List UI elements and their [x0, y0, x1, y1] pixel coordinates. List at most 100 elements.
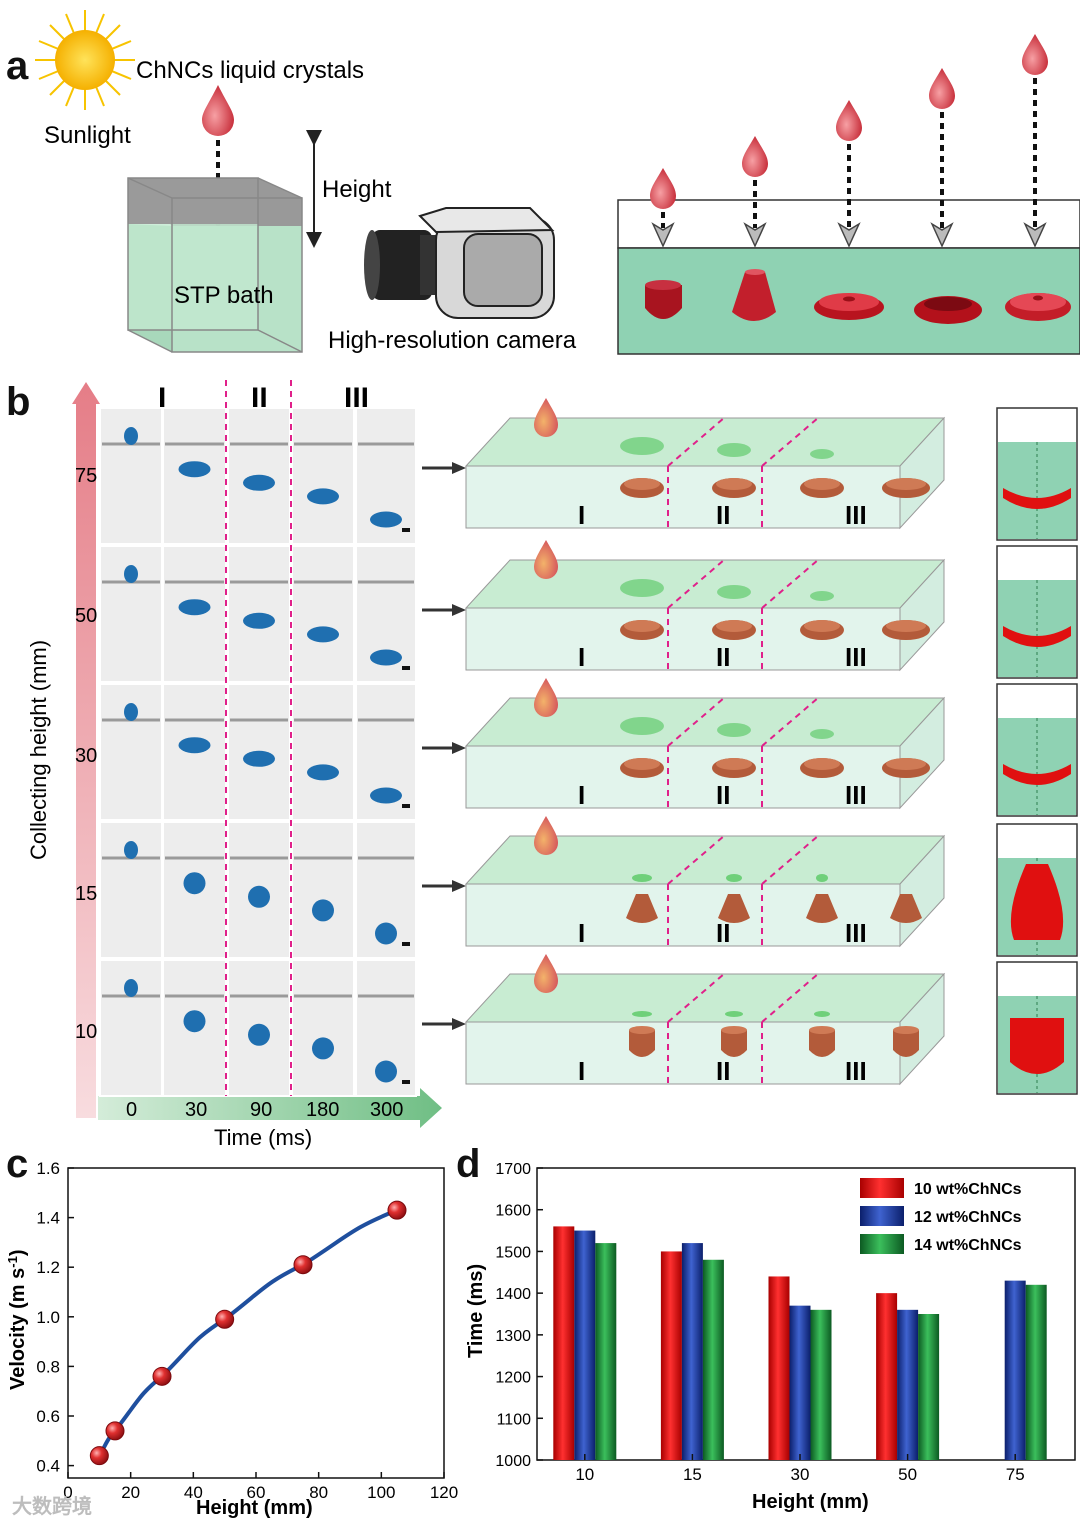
- c-ytick-label: 1.6: [36, 1159, 60, 1178]
- panel-a-letter: a: [6, 44, 29, 88]
- scale-bar: [402, 1080, 410, 1084]
- c-ytick-label: 1.0: [36, 1308, 60, 1327]
- stage-divider: [761, 835, 819, 885]
- camera-icon: [364, 207, 555, 319]
- c-xtick-label: 40: [184, 1483, 203, 1502]
- drop-in-photo: [124, 841, 138, 859]
- section-disk: [1003, 488, 1071, 509]
- disk-top: [624, 478, 660, 490]
- material-label: ChNCs liquid crystals: [136, 57, 364, 84]
- c-xtick-label: 0: [63, 1483, 72, 1502]
- watermark-text: 大数跨境: [12, 1496, 92, 1518]
- bar-14-wt-chncs: [810, 1309, 832, 1460]
- drop-in-photo: [178, 599, 211, 616]
- c-ytick-label: 1.2: [36, 1258, 60, 1277]
- stage-divider: [667, 697, 725, 747]
- drop-in-photo: [124, 979, 138, 997]
- section-cup: [1010, 1018, 1064, 1074]
- schematic-stage-label: I: [578, 918, 585, 948]
- drop-in-photo: [243, 612, 275, 629]
- schematic-stage-label: I: [578, 780, 585, 810]
- green-cone: [725, 1011, 743, 1017]
- disk-top: [624, 758, 660, 770]
- time-axis-label: Time (ms): [214, 1125, 312, 1150]
- disk-top: [716, 478, 752, 490]
- stage-divider: [761, 697, 819, 747]
- drop-in-photo: [307, 764, 339, 781]
- photo-cell: [291, 959, 355, 1097]
- c-xtick-label: 100: [367, 1483, 395, 1502]
- time-tick-1: 30: [185, 1099, 207, 1121]
- bar-12-wt-chncs: [1004, 1280, 1026, 1460]
- cup-top: [629, 1026, 655, 1034]
- schematic-stage-label: III: [845, 642, 867, 672]
- green-cone: [810, 591, 834, 601]
- photo-grid: [99, 407, 417, 1097]
- schematic-stage-label: III: [845, 780, 867, 810]
- drop-in-photo: [124, 565, 138, 583]
- drop-in-photo: [248, 885, 270, 908]
- data-point: [293, 1255, 313, 1275]
- slab-front: [465, 745, 901, 809]
- drop-in-photo: [124, 703, 138, 721]
- stage-divider: [761, 973, 819, 1023]
- time-tick-4: 300: [370, 1099, 403, 1121]
- stage-label-ii: II: [251, 382, 268, 415]
- slab-side: [899, 558, 945, 672]
- c-y-axis-label: Velocity (m s-1): [5, 1249, 29, 1390]
- cup-shape: [893, 1030, 919, 1057]
- disk-top: [804, 620, 840, 632]
- disk-top: [716, 758, 752, 770]
- c-ytick-label: 0.8: [36, 1357, 60, 1376]
- panel-c-letter: c: [6, 1142, 29, 1186]
- green-cone: [620, 437, 664, 455]
- drop-icon: [534, 816, 558, 855]
- scale-bar: [402, 942, 410, 946]
- photo-cell: [227, 407, 291, 545]
- row-arrow-head: [452, 604, 466, 616]
- camera-label: High-resolution camera: [328, 327, 577, 354]
- d-ytick-label: 1400: [495, 1286, 531, 1303]
- disk-top: [886, 620, 926, 632]
- scale-bar: [402, 804, 410, 808]
- row-arrow-head: [452, 1018, 466, 1030]
- d-ytick-label: 1100: [497, 1411, 532, 1428]
- sunlight-label: Sunlight: [44, 122, 131, 149]
- drop-in-photo: [178, 461, 211, 478]
- schematic-stage-label: III: [845, 500, 867, 530]
- row-arrow-head: [452, 742, 466, 754]
- row-height-30: 30: [75, 745, 97, 767]
- row-arrow-head: [452, 880, 466, 892]
- legend-swatch: [860, 1206, 904, 1226]
- vase-shape: [890, 894, 922, 923]
- schematic-stage-label: II: [716, 1056, 730, 1086]
- disk-top: [804, 478, 840, 490]
- row-arrow-head: [452, 462, 466, 474]
- green-cone: [816, 874, 828, 882]
- schematic-stage-label: II: [716, 500, 730, 530]
- bar-10-wt-chncs: [876, 1293, 898, 1460]
- drop-in-photo: [243, 474, 275, 491]
- bar-12-wt-chncs: [897, 1309, 919, 1460]
- data-point: [215, 1309, 235, 1329]
- photo-cell: [291, 683, 355, 821]
- d-ytick-label: 1200: [495, 1370, 531, 1387]
- green-cone: [810, 729, 834, 739]
- drop-in-photo: [370, 649, 402, 666]
- schematic-stage-label: II: [716, 780, 730, 810]
- panel-b: Collecting height (mm) Time (ms) 0 30 90…: [26, 380, 1078, 1150]
- bar-14-wt-chncs: [1025, 1284, 1047, 1460]
- drop-shapes-schematic: [617, 34, 1080, 355]
- legend-swatch: [860, 1178, 904, 1198]
- cross-section-boxes: [996, 407, 1078, 1095]
- c-xtick-label: 60: [247, 1483, 266, 1502]
- bar-14-wt-chncs: [918, 1314, 940, 1460]
- time-tick-0: 0: [126, 1099, 137, 1121]
- panel-d-letter: d: [456, 1142, 481, 1186]
- c-x-axis-label: Height (mm): [196, 1497, 313, 1519]
- green-cone: [717, 585, 751, 599]
- section-disk: [1003, 626, 1071, 647]
- d-xtick-label: 15: [683, 1465, 702, 1484]
- green-cone: [632, 874, 652, 882]
